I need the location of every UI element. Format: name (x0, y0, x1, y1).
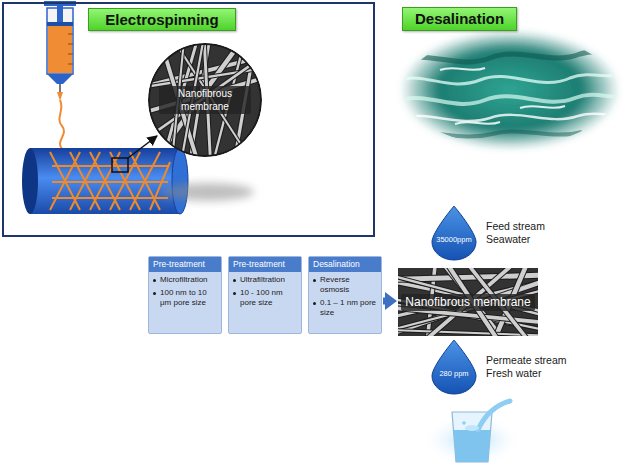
bullet-text: 100 nm to 10 μm pore size (160, 288, 218, 308)
concentration-value: 280 ppm (428, 369, 480, 378)
circle-outline (149, 44, 261, 156)
wave (400, 95, 624, 104)
magnified-circle: Nanofibrous membrane (148, 43, 262, 157)
drop-shape (428, 338, 480, 396)
section-tag: Desalination (402, 7, 517, 31)
image-caption: Nanofibrous membrane (159, 86, 251, 114)
panel-heading: Electrospinning (88, 8, 236, 31)
bullet-dot (313, 302, 316, 305)
wave (400, 74, 624, 84)
stream-label: Permeate stream Fresh water (486, 354, 574, 380)
bullet-item: Microfiltration (149, 275, 221, 285)
drum-end (172, 148, 188, 214)
image-caption: Nanofibrous membrane (401, 294, 534, 311)
bullet-text: Microfiltration (160, 275, 218, 285)
fiber-mesh (50, 152, 170, 210)
bullet-item: Ultrafiltration (229, 275, 301, 285)
syringe-tip (47, 74, 73, 84)
zoom-square (112, 158, 128, 172)
concentration-value: 35000ppm (428, 235, 480, 244)
process-box: Pre-treatmentUltrafiltration 10 - 100 nm … (228, 256, 302, 334)
box-heading: Pre-treatment (229, 257, 301, 272)
fiber (398, 330, 538, 336)
flow-arrow (383, 298, 387, 305)
section-heading: Desalination (415, 10, 504, 28)
process-box: DesalinationReverse osmosis 0.1 – 1 nm po… (308, 256, 382, 334)
box-heading: Desalination (309, 257, 381, 272)
stream-label: Feed stream Seawater (486, 220, 574, 246)
splash (462, 421, 466, 425)
fiber-group (148, 43, 262, 157)
needle (59, 84, 61, 92)
water (454, 430, 491, 462)
bullet-item: Reverse osmosis (309, 275, 381, 295)
wave (400, 52, 624, 62)
shadow (162, 183, 254, 201)
bullet-item: 100 nm to 10 μm pore size (149, 288, 221, 308)
water-drop-outline (432, 340, 476, 394)
water-drop-outline (432, 206, 476, 260)
polymer-jet (59, 100, 64, 149)
syringe (44, 1, 76, 149)
splash (483, 420, 486, 423)
barrel-ticks (68, 34, 73, 64)
taylor-cone (57, 92, 63, 101)
wave (400, 131, 582, 136)
drum-end (22, 148, 38, 214)
box-heading: Pre-treatment (149, 257, 221, 272)
water-drop: 35000ppmFeed stream Seawater (428, 204, 480, 262)
drum-collector (22, 136, 188, 214)
plunger-head (47, 22, 73, 26)
pouring-stream (478, 401, 510, 430)
water-glass (422, 401, 522, 466)
panel-frame: Nanofibrous membrane Electrospinning (2, 2, 375, 237)
bullet-dot (233, 292, 236, 295)
zoom-arrow (128, 136, 157, 158)
drop-shape (428, 204, 480, 262)
water-drop: 280 ppmPermeate stream Fresh water (428, 338, 480, 396)
bullet-dot (313, 279, 316, 282)
bullet-dot (153, 279, 156, 282)
bullet-dot (233, 279, 236, 282)
membrane-image: Nanofibrous membrane (398, 268, 538, 336)
sea-waves (400, 52, 624, 137)
bullet-text: 10 - 100 nm pore size (240, 288, 298, 308)
bullet-dot (153, 292, 156, 295)
seawater-picture (400, 30, 624, 150)
foam (440, 68, 565, 124)
fiber-group (398, 268, 538, 336)
splash (465, 425, 479, 431)
wave (400, 114, 624, 121)
bullet-item: 10 - 100 nm pore size (229, 288, 301, 308)
drum-body (30, 148, 180, 214)
polymer-solution (48, 26, 72, 73)
bullet-text: Reverse osmosis (320, 275, 378, 295)
bullet-text: 0.1 – 1 nm pore size (320, 298, 378, 318)
bullet-item: 0.1 – 1 nm pore size (309, 298, 381, 318)
sea-ground (400, 30, 620, 150)
process-box: Pre-treatmentMicrofiltration 100 nm to 10… (148, 256, 222, 334)
fiber-edge (398, 330, 538, 336)
plunger-rod (57, 5, 63, 23)
bullet-text: Ultrafiltration (240, 275, 298, 285)
